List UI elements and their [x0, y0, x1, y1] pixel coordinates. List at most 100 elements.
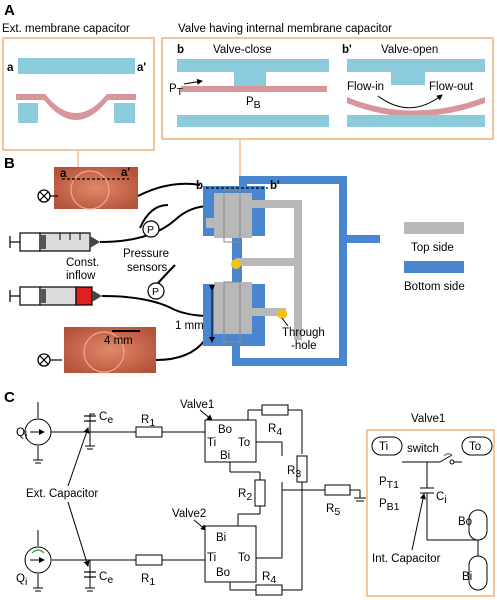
close-pb-label: PB [246, 96, 261, 111]
valve1-label: Valve1 [180, 399, 214, 411]
resistor-r4-bottom [255, 584, 283, 596]
inset-pt1: PT1 [379, 476, 399, 491]
flow-out-label: Flow-out [429, 81, 474, 93]
valve1-block: Valve1 Bo Ti To Bi [180, 399, 257, 463]
through-label-1: Through [282, 327, 325, 339]
syringe-bottom [9, 286, 102, 306]
ext-membrane-capacitor: Ext. membrane capacitor a a' [2, 23, 155, 151]
ext-membrane [16, 94, 136, 120]
open-valve-seat [391, 72, 425, 85]
valve-details [223, 189, 241, 343]
legend-top-label: Top side [411, 242, 454, 254]
legend-bottom-swatch [404, 261, 464, 273]
int-capacitor-label: Int. Capacitor [372, 553, 441, 565]
sensor-p2-label: P [152, 286, 159, 298]
through-label-2: -hole [291, 340, 317, 352]
current-source-bottom [24, 546, 52, 574]
open-bottom-layer [347, 115, 485, 127]
ce-bottom-label: Ce [99, 571, 113, 586]
ext-cap-pointer-top [67, 427, 90, 487]
valve-close-tag: b [177, 44, 184, 56]
flow-in-label: Flow-in [347, 81, 384, 93]
cut-a2-label: a' [121, 167, 130, 179]
ext-top-electrode [18, 58, 135, 74]
pressure-sensor-2: P [147, 282, 165, 300]
close-pt-label: PT [169, 83, 184, 98]
close-membrane [181, 86, 327, 92]
inset-ci: Ci [436, 491, 447, 506]
ext-cap-pointer-bottom [67, 501, 90, 567]
ce-top-label: Ce [99, 411, 113, 426]
sensor-p1-label: P [147, 224, 154, 236]
r1-bottom-label: R1 [141, 573, 155, 588]
valve-open-tag: b' [342, 44, 352, 56]
pressure-label-2: sensors [127, 262, 168, 274]
r2-label: R2 [238, 488, 252, 503]
valve-capacitor-box [161, 37, 494, 140]
r3-label: R3 [287, 465, 301, 480]
valve1-inset: Valve1 Ti To switch PT1 PB1 Ci Bo Bi Int… [366, 413, 495, 597]
valve-open-title: Valve-open [381, 44, 438, 56]
tubing [99, 182, 211, 361]
inset-pb1: PB1 [379, 498, 400, 513]
current-source-top [24, 418, 52, 446]
valve-internal-capacitor: Valve having internal membrane capacitor… [161, 23, 494, 140]
resistor-r3 [296, 455, 308, 483]
r4-top-label: R4 [268, 423, 282, 438]
qi-top-label: Qi [16, 427, 27, 442]
ext-capacitor-box [2, 37, 155, 151]
inset-bi: Bi [462, 571, 472, 583]
ground-symbol-bottom [37, 353, 62, 367]
r5-label: R5 [326, 503, 340, 518]
inset-title: Valve1 [411, 413, 445, 425]
close-bottom-layer [177, 115, 329, 127]
resistor-r1-bottom [135, 554, 163, 566]
pt-arrow [183, 78, 203, 85]
valve-close-title: Valve-close [213, 44, 272, 56]
ext-capacitor-bottom-symbol [84, 571, 96, 578]
v1-bo: Bo [218, 424, 232, 436]
cut-b2-label: b' [270, 180, 280, 192]
syringe-top [9, 232, 100, 252]
ext-cut-right-label: a' [137, 62, 146, 74]
legend-top-swatch [404, 222, 464, 234]
valve-capacitor-title: Valve having internal membrane capacitor [178, 23, 392, 35]
pressure-label-1: Pressure [123, 248, 169, 260]
top-side-channels [206, 193, 302, 340]
through-hole-1 [231, 259, 241, 269]
scale-chip-label: 1 mm [175, 320, 204, 332]
resistor-r2 [254, 479, 266, 507]
ext-bottom-electrode-right [114, 103, 135, 123]
open-top-layer [347, 59, 485, 72]
circuit-wires [33, 402, 366, 592]
ext-capacitor-title: Ext. membrane capacitor [2, 23, 130, 35]
scale-photo-label: 4 mm [104, 335, 133, 347]
inset-to: To [469, 441, 481, 453]
legend: Top side Bottom side [404, 222, 465, 293]
const-label-2: inflow [66, 270, 96, 282]
flow-arrow [377, 94, 443, 109]
ext-capacitor-top-symbol [84, 415, 96, 422]
inset-ti: Ti [379, 441, 388, 453]
close-top-layer [177, 59, 329, 72]
v1-to: To [238, 437, 250, 449]
cut-a-label: a [60, 168, 67, 180]
resistor-r5 [324, 484, 351, 496]
valve2-block: Valve2 Bi Ti To Bo [172, 508, 257, 583]
photo-bottom: 4 mm [64, 327, 156, 373]
inset-box [366, 429, 495, 597]
ext-cut-left-label: a [7, 62, 14, 74]
resistor-r4-top [261, 404, 289, 416]
r4-bottom-label: R4 [262, 571, 276, 586]
panel-a-letter: A [4, 2, 15, 19]
v2-ti: Ti [207, 552, 216, 564]
r1-top-label: R1 [141, 414, 155, 429]
photo-top: a a' [54, 167, 138, 210]
through-hole-pointer [281, 317, 289, 327]
through-hole-2 [277, 309, 287, 319]
v2-to: To [238, 552, 250, 564]
panel-b-letter: B [4, 155, 15, 172]
ext-bottom-electrode-left [18, 103, 38, 123]
resistor-r1-top [135, 426, 163, 438]
